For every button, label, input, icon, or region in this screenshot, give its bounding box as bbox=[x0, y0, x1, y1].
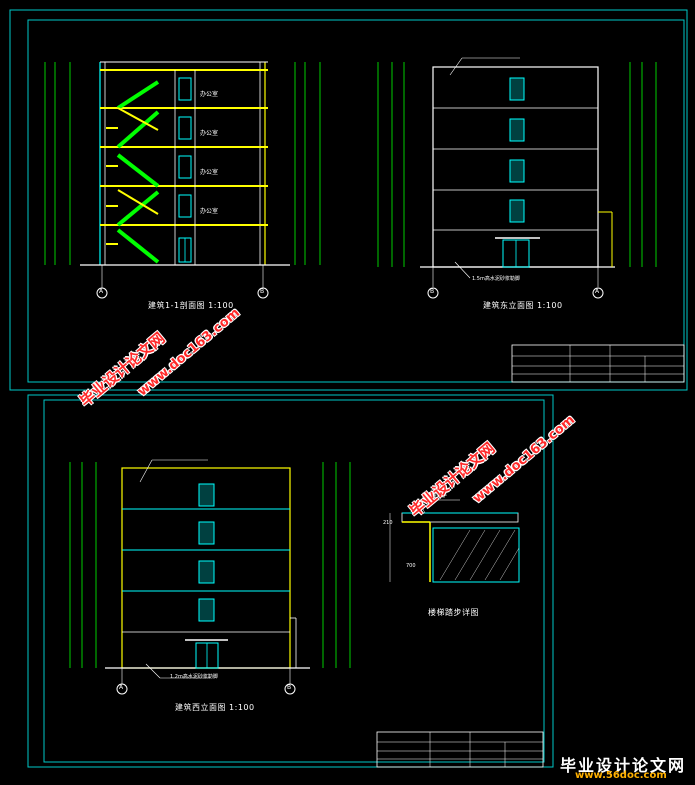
top-sheet-inner-border bbox=[27, 19, 685, 383]
axis-label-a: A bbox=[595, 288, 600, 295]
axis-label-b: B bbox=[260, 288, 265, 295]
east-elevation-drawing bbox=[377, 57, 657, 299]
room-label: 办公室 bbox=[200, 91, 219, 98]
east-elevation-title: 建筑东立面图 1:100 bbox=[483, 301, 563, 310]
stair-tread-detail-drawing bbox=[389, 499, 520, 583]
room-label: 办公室 bbox=[200, 130, 219, 137]
handrail-note: 铝合金扶手 bbox=[422, 493, 448, 499]
axis-label-b: B bbox=[287, 684, 292, 691]
footer-brand: 毕业设计论文网 bbox=[560, 756, 687, 775]
axis-label-a: A bbox=[99, 288, 104, 295]
stair-detail-title: 楼梯踏步详图 bbox=[428, 608, 479, 617]
section-1-1-drawing bbox=[44, 61, 321, 299]
west-elevation-title: 建筑西立面图 1:100 bbox=[175, 703, 255, 712]
plinth-note: 1.5m高水泥砂浆勒脚 bbox=[472, 276, 520, 282]
bottom-title-block bbox=[376, 731, 544, 768]
plinth-note-west: 1.2m高水泥砂浆勒脚 bbox=[170, 674, 218, 680]
top-title-block bbox=[511, 344, 685, 383]
bottom-sheet-border bbox=[27, 394, 554, 768]
top-sheet-border bbox=[9, 9, 688, 391]
section-title: 建筑1-1剖面图 1:100 bbox=[148, 301, 234, 310]
axis-label-a: A bbox=[119, 684, 124, 691]
bottom-sheet-inner-border bbox=[43, 399, 545, 763]
room-label: 办公室 bbox=[200, 208, 219, 215]
west-elevation-drawing bbox=[69, 459, 351, 695]
footer-site: www.56doc.com bbox=[575, 770, 667, 781]
detail-dimension: 700 bbox=[406, 563, 416, 569]
room-label: 办公室 bbox=[200, 169, 219, 176]
axis-label-b: B bbox=[430, 288, 435, 295]
detail-dimension: 210 bbox=[383, 520, 393, 526]
